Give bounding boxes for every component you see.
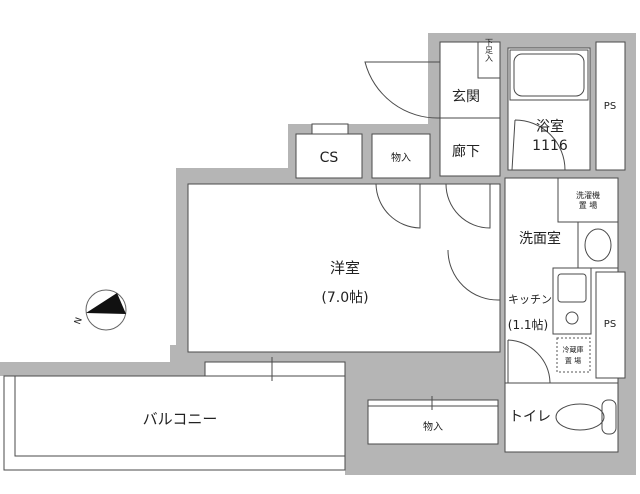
kitchen-counter <box>552 267 592 335</box>
western-room-size: (7.0帖) <box>321 290 368 306</box>
closet-cs-label: CS <box>320 150 339 166</box>
balcony-label: バルコニー <box>143 410 218 428</box>
shoe-box-label: 下足入 <box>485 38 494 62</box>
pipe-space-top-label: PS <box>604 101 616 112</box>
kitchen-label: キッチン <box>508 293 552 306</box>
fridge-area-label-1: 冷蔵庫 <box>563 345 584 354</box>
washer-area <box>557 177 619 223</box>
hallway <box>439 117 501 177</box>
storage-bottom-label: 物入 <box>423 420 443 433</box>
closet-cs <box>295 133 363 179</box>
toilet-bowl-icon <box>555 403 605 431</box>
western-room <box>187 183 501 353</box>
doors <box>364 61 566 384</box>
kitchen-size: (1.1帖) <box>508 317 548 332</box>
bathroom-size: 1116 <box>532 138 568 154</box>
storage-top <box>371 133 431 179</box>
toilet-label: トイレ <box>509 409 551 425</box>
washer-area-label-2: 置 場 <box>579 200 598 210</box>
sink-icon <box>584 228 612 262</box>
compass-north-label: N <box>73 316 85 326</box>
shoe-box <box>477 41 501 79</box>
storage-bottom <box>367 405 499 445</box>
entrance-label: 玄関 <box>452 88 480 105</box>
bathroom <box>507 47 591 171</box>
pipe-space-top <box>595 41 626 171</box>
fridge-area <box>556 337 591 373</box>
western-room-label: 洋室 <box>330 259 360 277</box>
washer-area-label-1: 洗濯機 <box>576 190 600 200</box>
toilet <box>504 382 619 453</box>
storage-top-label: 物入 <box>391 151 411 164</box>
fridge-area-label-2: 置 場 <box>565 356 581 365</box>
pipe-space-bottom-label: PS <box>604 319 616 330</box>
washroom-label: 洗面室 <box>519 230 561 247</box>
pipe-space-bottom <box>595 271 626 379</box>
balcony-window <box>204 361 346 377</box>
hallway-label: 廊下 <box>452 143 480 160</box>
compass-icon: N <box>73 289 127 331</box>
bathroom-label: 浴室 <box>536 118 564 135</box>
